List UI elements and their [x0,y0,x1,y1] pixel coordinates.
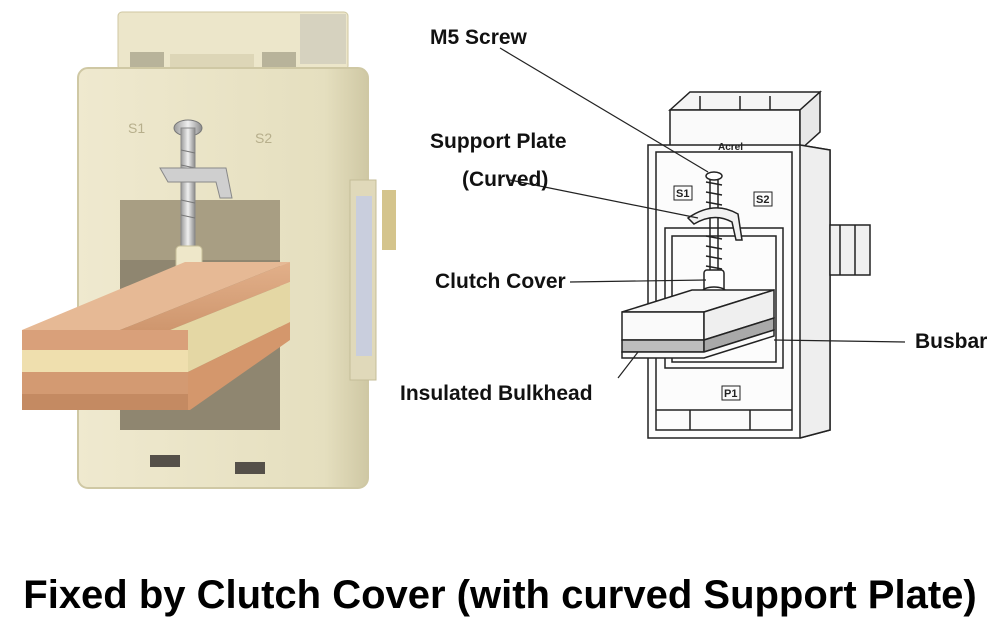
busbar [22,262,290,410]
photo-label-s1: S1 [128,120,145,136]
callout-support-plate: Support Plate [430,130,567,153]
callout-m5-screw: M5 Screw [430,26,527,49]
diagram-label-s1: S1 [676,188,689,200]
m5-screw [173,119,203,249]
callout-support-plate-curved: (Curved) [462,168,549,191]
callout-clutch-cover: Clutch Cover [435,270,566,293]
diagram-label-s2: S2 [756,194,769,206]
figure-caption: Fixed by Clutch Cover (with curved Suppo… [23,573,977,617]
callout-busbar: Busbar [915,330,988,353]
diagram-label-p1: P1 [724,388,737,400]
brand-mark: Acrel [718,142,743,153]
diagram: S1 S2 P1 Acrel M5 Screw Support Plate (C… [400,0,1000,520]
product-photo: S1 S2 [22,11,396,489]
diagram-drawing: S1 S2 P1 Acrel [499,47,906,439]
photo-label-s2: S2 [255,130,272,146]
callout-insulated-bulkhead: Insulated Bulkhead [400,382,593,405]
support-plate [159,167,233,199]
